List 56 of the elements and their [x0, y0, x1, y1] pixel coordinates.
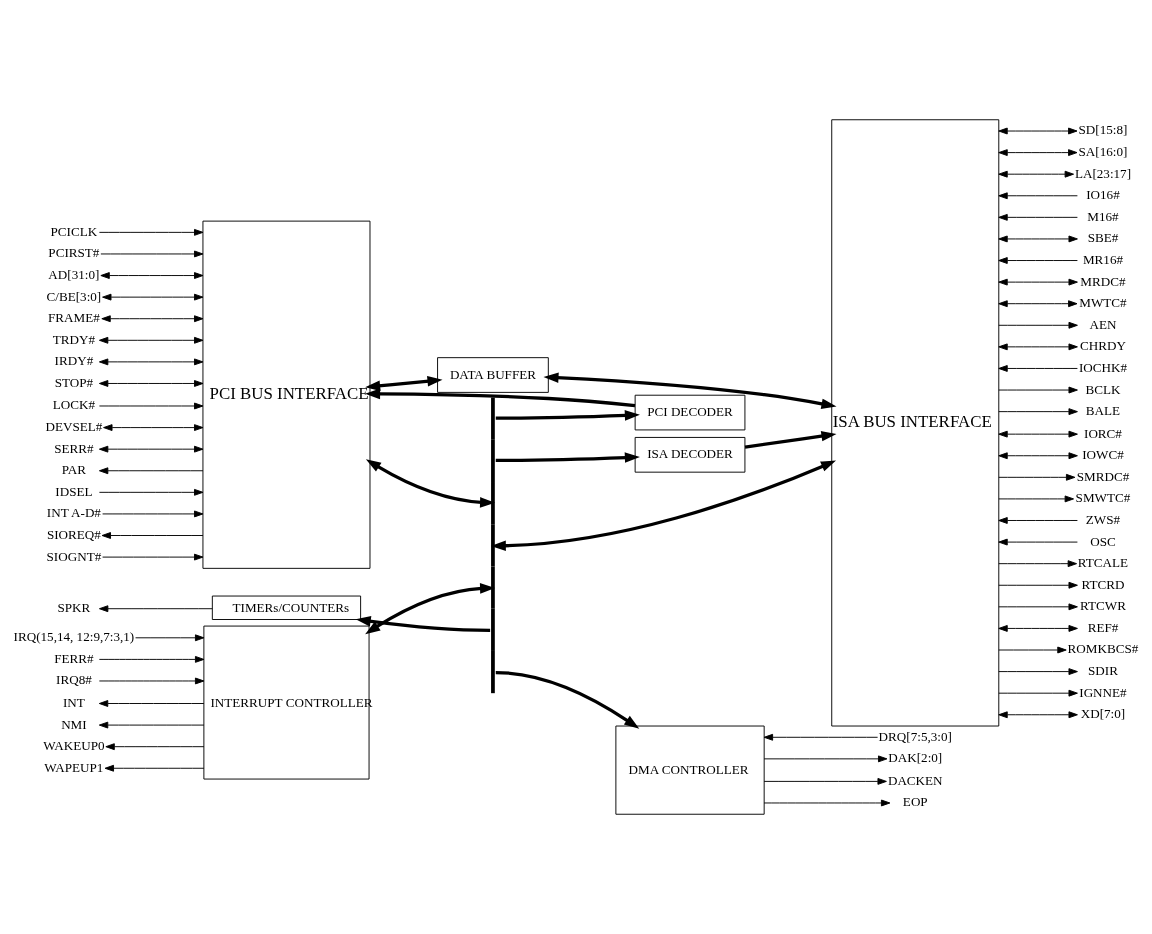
- node-text: IOCHK#: [1078, 359, 1128, 375]
- node-text: IRQ(15,14, 12:9,7:3,1): [13, 629, 135, 645]
- node-text: INT: [62, 694, 85, 710]
- node-text: PAR: [61, 462, 87, 478]
- node-text: PCICLK: [50, 223, 98, 239]
- node-text: SIOREQ#: [46, 526, 101, 542]
- node-text: SDIR: [1088, 663, 1118, 679]
- node-text: PCIRST#: [48, 245, 100, 261]
- node-text: SBE#: [1087, 230, 1119, 246]
- node-text: C/BE[3:0]: [46, 288, 102, 304]
- node-text: IRQ8#: [56, 672, 92, 688]
- node-text: IORC#: [1084, 425, 1122, 441]
- node-text: RTCALE: [1077, 555, 1129, 571]
- node-text: MR16#: [1082, 252, 1124, 267]
- node-text: M16#: [1087, 208, 1119, 224]
- node-text: NMI: [61, 716, 87, 732]
- node-text: REF#: [1087, 619, 1119, 635]
- node-text: ZWS#: [1085, 511, 1121, 527]
- node-text: RTCWR: [1080, 598, 1126, 614]
- node-text: INT A-D#: [46, 505, 101, 521]
- node-text: SERR#: [54, 440, 94, 456]
- node-text: IRDY#: [54, 353, 94, 369]
- node-text: SD[15:8]: [1078, 122, 1128, 138]
- node-text: TRDY#: [52, 331, 96, 347]
- node-text: SA[16:0]: [1078, 144, 1128, 160]
- node-text: BCLK: [1085, 381, 1121, 397]
- node-text: DEVSEL#: [45, 419, 103, 435]
- node-text: WAPEUP1: [44, 759, 104, 775]
- node-text: IDSEL: [55, 483, 93, 499]
- node-text: XD[7:0]: [1080, 706, 1126, 722]
- node-text: SMWTC#: [1075, 490, 1131, 506]
- node-text: DAK[2:0]: [888, 750, 943, 766]
- node-text: LOCK#: [52, 397, 96, 413]
- node-text: DRQ[7:5,3:0]: [878, 728, 952, 744]
- node-text: IO16#: [1086, 187, 1120, 203]
- node-text: EOP: [902, 794, 928, 810]
- node-text: WAKEUP0: [43, 738, 105, 754]
- node-text: OSC: [1090, 533, 1116, 549]
- node-text: MWTC#: [1079, 295, 1127, 311]
- node-text: LA[23:17]: [1074, 165, 1132, 181]
- node-text: ROMKBCS#: [1067, 641, 1139, 657]
- node-text: RTCRD: [1081, 576, 1125, 592]
- node-text: DACKEN: [887, 772, 943, 788]
- node-text: BALE: [1085, 403, 1121, 419]
- node-text: FRAME#: [48, 310, 100, 326]
- node-text: SPKR: [57, 600, 91, 616]
- node-text: AEN: [1089, 316, 1117, 332]
- node-text: STOP#: [54, 374, 94, 390]
- node-text: IOWC#: [1082, 447, 1124, 463]
- node-text: AD[31:0]: [48, 267, 100, 283]
- node-text: MRDC#: [1080, 273, 1126, 289]
- node-text: IGNNE#: [1079, 684, 1127, 700]
- node-text: FERR#: [54, 650, 94, 666]
- node-text: SMRDC#: [1076, 468, 1130, 484]
- node-text: SIOGNT#: [46, 548, 102, 564]
- node-text: CHRDY: [1079, 338, 1126, 354]
